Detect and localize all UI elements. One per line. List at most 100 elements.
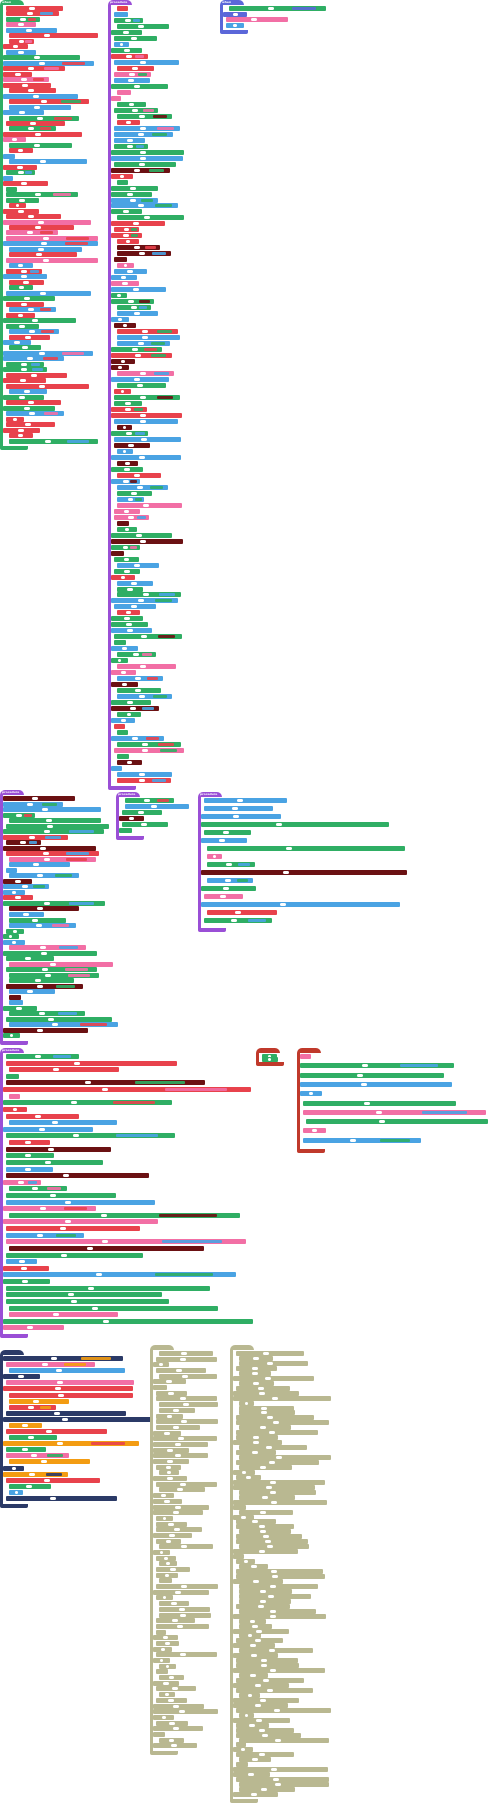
block-field[interactable] xyxy=(144,799,151,802)
block-socket[interactable] xyxy=(137,515,146,519)
block-row[interactable] xyxy=(3,241,98,247)
block-socket[interactable] xyxy=(56,1233,76,1237)
block-row[interactable] xyxy=(6,1285,210,1291)
block-field[interactable] xyxy=(241,1470,247,1474)
block-field[interactable] xyxy=(178,1437,185,1441)
block-field[interactable] xyxy=(251,1793,257,1797)
block-field[interactable] xyxy=(27,67,34,71)
block-field[interactable] xyxy=(141,330,148,334)
block-socket[interactable] xyxy=(40,12,54,16)
block-socket[interactable] xyxy=(23,813,32,817)
block-socket[interactable] xyxy=(93,1227,127,1231)
block-row[interactable] xyxy=(3,1027,88,1033)
block-field[interactable] xyxy=(357,1073,364,1077)
block-socket[interactable] xyxy=(275,1391,293,1395)
block-field[interactable] xyxy=(17,23,24,27)
block-field[interactable] xyxy=(226,863,233,866)
block-field[interactable] xyxy=(312,1129,317,1133)
block-row[interactable] xyxy=(6,1173,149,1179)
block-row[interactable] xyxy=(3,1356,124,1361)
block-field[interactable] xyxy=(19,841,26,845)
block-field[interactable] xyxy=(123,210,130,214)
block-socket[interactable] xyxy=(282,1540,302,1544)
block-field[interactable] xyxy=(120,719,126,723)
block-socket[interactable] xyxy=(135,431,145,435)
block-field[interactable] xyxy=(274,1738,281,1742)
block-socket[interactable] xyxy=(185,1528,198,1532)
block-field[interactable] xyxy=(35,1114,41,1118)
block-field[interactable] xyxy=(165,1641,170,1645)
block-field[interactable] xyxy=(273,1421,280,1425)
block-row[interactable] xyxy=(3,1471,69,1477)
block-socket[interactable] xyxy=(197,1403,213,1407)
block-field[interactable] xyxy=(134,689,141,693)
block-field[interactable] xyxy=(74,1061,81,1065)
block-row[interactable] xyxy=(233,1668,326,1674)
block-field[interactable] xyxy=(350,1138,357,1142)
block-row[interactable] xyxy=(156,1481,218,1487)
block-row[interactable] xyxy=(233,1504,246,1510)
block-field[interactable] xyxy=(27,127,34,131)
block-socket[interactable] xyxy=(66,852,90,856)
block-socket[interactable] xyxy=(260,1644,271,1648)
block-row[interactable] xyxy=(156,1356,217,1362)
block-field[interactable] xyxy=(129,186,136,190)
block-row[interactable] xyxy=(6,1080,205,1086)
block-socket[interactable] xyxy=(273,1753,288,1757)
block-row[interactable] xyxy=(236,1351,305,1356)
block-socket[interactable] xyxy=(169,1636,176,1640)
block-row[interactable] xyxy=(239,1360,309,1366)
block-field[interactable] xyxy=(139,413,146,417)
block-field[interactable] xyxy=(260,1659,267,1663)
block-row[interactable] xyxy=(111,412,183,418)
block-row[interactable] xyxy=(204,798,288,803)
block-field[interactable] xyxy=(21,78,28,82)
block-row[interactable] xyxy=(9,104,71,110)
block-field[interactable] xyxy=(173,1727,180,1731)
block-field[interactable] xyxy=(139,156,146,160)
block-socket[interactable] xyxy=(158,593,175,597)
block-row[interactable] xyxy=(303,1137,422,1143)
block-row[interactable] xyxy=(6,1453,70,1459)
block-field[interactable] xyxy=(269,1609,276,1613)
block-row[interactable] xyxy=(125,804,189,809)
block-socket[interactable] xyxy=(67,973,91,977)
block-row[interactable] xyxy=(9,1312,119,1318)
block-socket[interactable] xyxy=(74,1147,101,1151)
block-field[interactable] xyxy=(131,36,138,40)
block-socket[interactable] xyxy=(30,379,42,383)
block-field[interactable] xyxy=(36,907,43,911)
block-field[interactable] xyxy=(18,286,24,290)
block-field[interactable] xyxy=(225,879,232,882)
block-row[interactable] xyxy=(236,1687,314,1693)
block-socket[interactable] xyxy=(173,1414,181,1418)
block-field[interactable] xyxy=(376,1110,383,1114)
block-field[interactable] xyxy=(22,1423,29,1427)
block-field[interactable] xyxy=(249,1619,255,1623)
block-field[interactable] xyxy=(51,1357,58,1360)
block-field[interactable] xyxy=(20,379,27,383)
block-field[interactable] xyxy=(131,66,138,70)
block-field[interactable] xyxy=(25,957,32,961)
block-socket[interactable] xyxy=(265,1579,278,1583)
block-field[interactable] xyxy=(259,1530,266,1534)
block-field[interactable] xyxy=(43,852,50,856)
block-row[interactable] xyxy=(111,454,182,460)
block-field[interactable] xyxy=(260,1589,267,1593)
block-field[interactable] xyxy=(133,84,140,88)
block-field[interactable] xyxy=(361,1064,368,1068)
block-socket[interactable] xyxy=(31,275,43,279)
block-field[interactable] xyxy=(174,1528,181,1532)
block-field[interactable] xyxy=(43,1478,50,1482)
block-row[interactable] xyxy=(9,1392,133,1398)
block-socket[interactable] xyxy=(81,1357,112,1360)
block-field[interactable] xyxy=(44,34,51,38)
block-socket[interactable] xyxy=(39,308,52,312)
block-field[interactable] xyxy=(48,1147,55,1151)
block-row[interactable] xyxy=(111,766,123,772)
block-field[interactable] xyxy=(85,1081,92,1085)
block-field[interactable] xyxy=(17,313,24,317)
block-socket[interactable] xyxy=(156,396,174,399)
block-field[interactable] xyxy=(43,857,50,861)
block-hat-group-a[interactable]: when xyxy=(0,0,24,5)
